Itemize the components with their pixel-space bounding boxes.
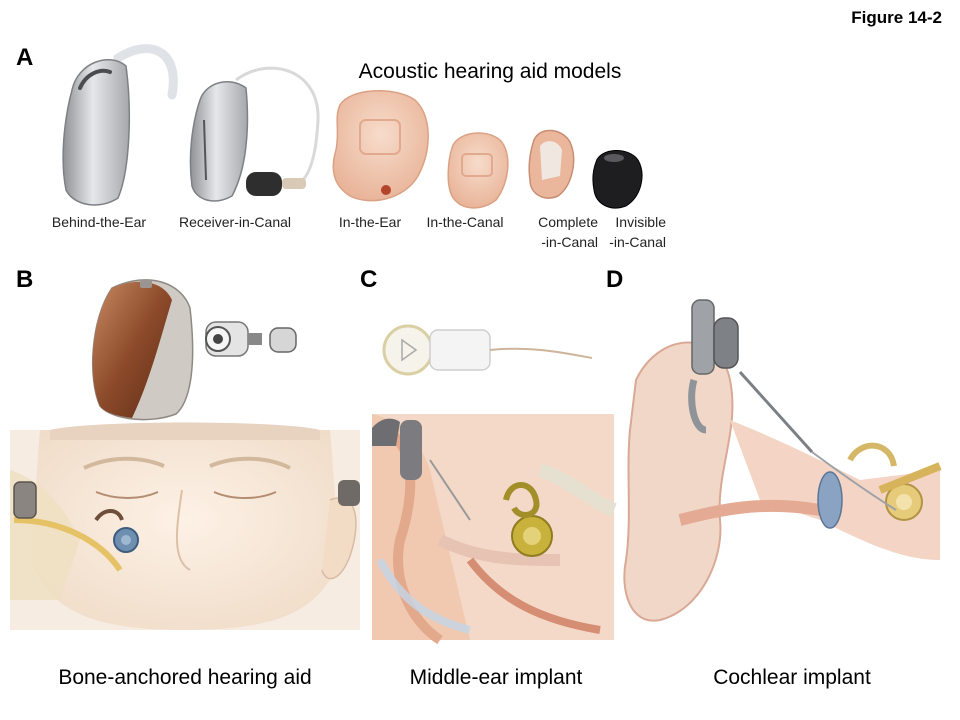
complete-in-canal-device (528, 129, 575, 199)
cochlear-implant-anatomy (620, 299, 942, 640)
bone-anchored-processor (91, 279, 297, 421)
panel-b-letter: B (16, 266, 34, 293)
model-label-receiver-in-canal: Receiver-in-Canal (178, 214, 292, 230)
face-illustration (10, 422, 360, 630)
caption-cochlear-implant: Cochlear implant (713, 666, 871, 689)
middle-ear-implant-device (382, 324, 593, 376)
inner-ear-cochlea (94, 509, 139, 553)
model-label-in-the-canal: In-the-Canal (426, 214, 504, 230)
panel-a-letter: A (16, 44, 34, 71)
middle-ear-anatomy (372, 414, 617, 645)
cochlea-d (847, 442, 942, 521)
invisible-in-canal-device (592, 150, 643, 209)
panel-c-letter: C (360, 266, 378, 293)
behind-the-ear-device (62, 44, 178, 206)
model-label-invisible-in-canal: Invisible -in-Canal (609, 214, 666, 250)
external-processor-d (688, 299, 739, 434)
model-label-in-the-ear: In-the-Ear (338, 214, 402, 230)
panel-a-title: Acoustic hearing aid models (358, 60, 622, 83)
model-label-complete-in-canal: Complete -in-Canal (538, 214, 598, 250)
cochlea-c (503, 482, 553, 557)
panel-d-letter: D (606, 266, 624, 293)
receiver-in-canal-device (189, 66, 320, 202)
model-label-behind-the-ear: Behind-the-Ear (51, 214, 147, 230)
in-the-ear-device (332, 90, 429, 202)
in-the-canal-device (447, 132, 509, 209)
figure-label: Figure 14-2 (851, 8, 942, 27)
abutment-parts (205, 321, 297, 357)
caption-bone-anchored-hearing-aid: Bone-anchored hearing aid (58, 666, 312, 689)
caption-middle-ear-implant: Middle-ear implant (409, 666, 583, 689)
